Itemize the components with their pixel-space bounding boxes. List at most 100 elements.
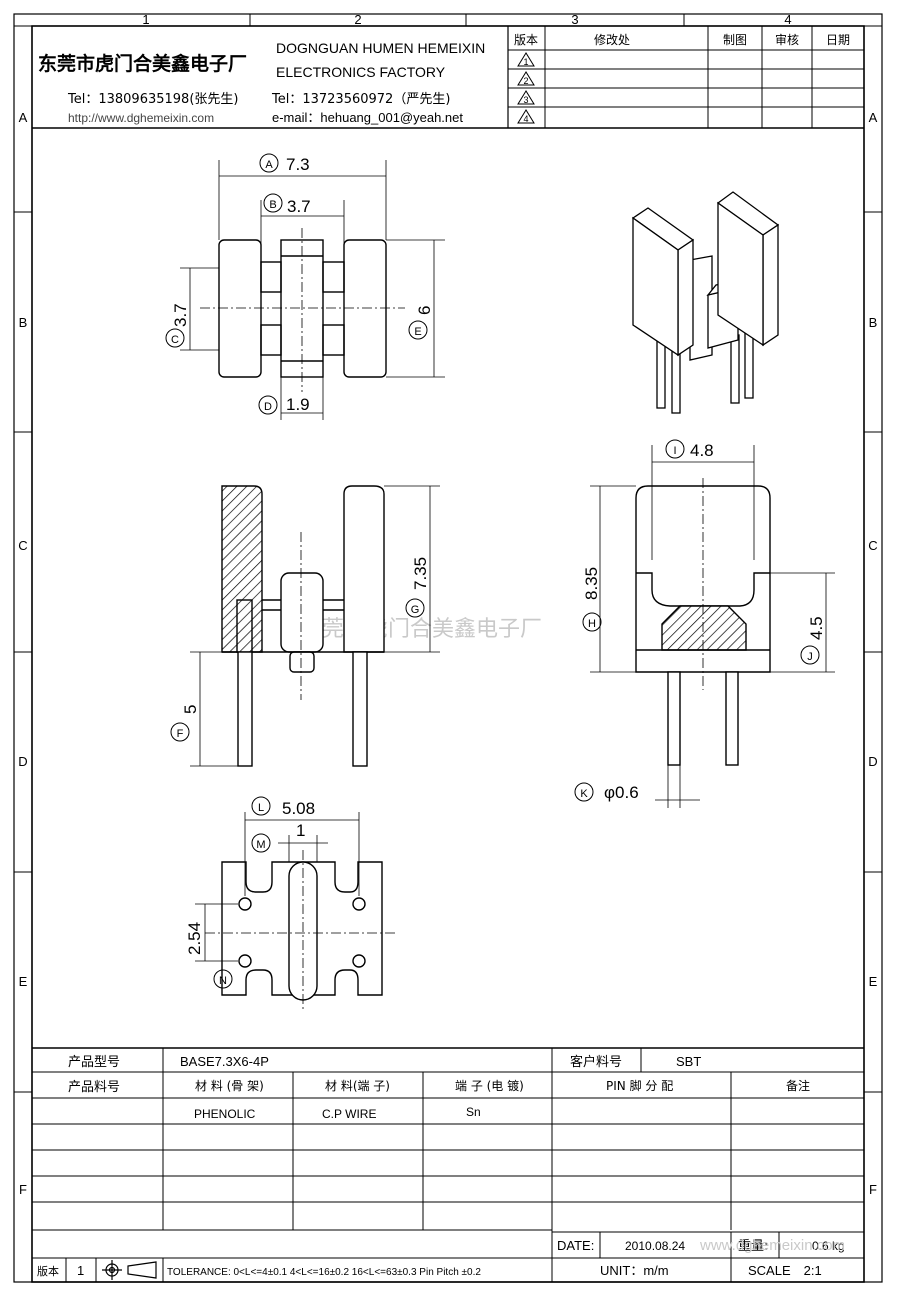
remark-label: 备注 — [786, 1078, 810, 1093]
model-value: BASE7.3X6-4P — [180, 1054, 269, 1069]
callout-bubble-A — [259, 153, 279, 173]
dim-value-J: 4.5 — [807, 616, 826, 640]
dim-value-C: 3.7 — [171, 303, 190, 327]
svg-text:F: F — [177, 728, 184, 740]
dim-value-H: 8.35 — [582, 567, 601, 600]
isometric-view — [631, 191, 780, 414]
bobbin-material-value: PHENOLIC — [194, 1107, 256, 1121]
projection-symbol-icon — [102, 1260, 157, 1280]
dim-value-B: 3.7 — [287, 197, 311, 216]
footer-watermark: www.dghemeixin.com — [699, 1237, 845, 1254]
dim-value-M: 1 — [296, 821, 305, 840]
terminal-plating-value: Sn — [466, 1105, 481, 1119]
dim-K: K φ0.6 — [574, 782, 639, 802]
svg-text:B: B — [269, 199, 276, 211]
row-label: E — [869, 974, 878, 989]
dim-H: H 8.35 — [582, 567, 602, 632]
rev-header-version: 版本 — [514, 33, 538, 47]
row-label: F — [19, 1182, 27, 1197]
unit-text: UNIT：m/m — [600, 1263, 669, 1278]
dim-value-K: φ0.6 — [604, 783, 639, 802]
callout-bubble-K — [574, 782, 594, 802]
row-label: D — [18, 754, 27, 769]
rev-header-checked: 审核 — [775, 32, 799, 47]
tolerance-note: TOLERANCE: 0<L<=4±0.1 4<L<=16±0.2 16<L<=… — [167, 1267, 481, 1278]
company-name-en-2: ELECTRONICS FACTORY — [276, 64, 446, 80]
info-table — [32, 1047, 864, 1282]
row-label: B — [19, 315, 28, 330]
rev-number: 3 — [523, 95, 528, 105]
company-email: e-mail：hehuang_001@yeah.net — [272, 110, 463, 125]
part-no-label: 产品料号 — [68, 1080, 120, 1095]
svg-text:E: E — [414, 326, 421, 338]
date-value: 2010.08.24 — [625, 1239, 685, 1253]
callout-bubble-B — [263, 193, 283, 213]
company-name-cn: 东莞市虎门合美鑫电子厂 — [38, 52, 247, 75]
row-label: C — [18, 538, 27, 553]
scale-text: SCALE 2:1 — [748, 1263, 822, 1278]
pin-material-value: C.P WIRE — [322, 1107, 376, 1121]
dim-C: C 3.7 — [165, 303, 190, 348]
col-label: 1 — [142, 12, 149, 27]
revision-table: 版本 修改处 制图 审核 日期 1 2 3 4 — [508, 26, 864, 128]
callout-bubble-C — [165, 328, 185, 348]
dim-value-A: 7.3 — [286, 155, 310, 174]
dim-A: A 7.3 — [259, 153, 310, 174]
rev-value: 1 — [77, 1263, 84, 1278]
rev-number: 2 — [523, 76, 528, 86]
rev-header-date: 日期 — [826, 33, 850, 47]
revision-triangle-icon — [517, 52, 535, 124]
rev-number: 4 — [523, 114, 528, 124]
dim-B: B 3.7 — [263, 193, 311, 216]
dim-F: F 5 — [170, 705, 200, 742]
date-label: DATE: — [557, 1238, 594, 1253]
top-view — [200, 228, 405, 392]
row-label: A — [869, 110, 878, 125]
row-label: A — [19, 110, 28, 125]
dim-L: L 5.08 — [251, 796, 315, 818]
terminal-plating-label: 端 子 (电 镀) — [455, 1079, 524, 1093]
svg-text:D: D — [264, 401, 272, 413]
svg-text:L: L — [258, 802, 264, 814]
dim-value-N: 2.54 — [185, 922, 204, 955]
col-label: 3 — [571, 12, 578, 27]
bobbin-material-label: 材 料 (骨 架) — [195, 1079, 264, 1093]
pin-material-label: 材 料(端 子) — [325, 1079, 390, 1093]
row-label: D — [868, 754, 877, 769]
contact-tel-1: Tel：13809635198(张先生) — [67, 92, 238, 107]
top-view-dimensions — [180, 160, 445, 420]
info-table-text: 产品型号 BASE7.3X6-4P 客户料号 SBT 产品料号 材 料 (骨 架… — [37, 1054, 845, 1278]
svg-text:G: G — [411, 604, 420, 616]
callout-bubble-M — [251, 833, 271, 853]
dim-N: N 2.54 — [185, 922, 233, 989]
svg-text:N: N — [219, 975, 227, 987]
callout-bubble-H — [582, 612, 602, 632]
rev-header-drawn: 制图 — [723, 33, 747, 47]
dim-value-E: 6 — [415, 306, 434, 315]
sheet-frame — [13, 13, 883, 1283]
svg-text:M: M — [256, 839, 265, 851]
grid-labels: 1 2 3 4 A B C D E F A B C D E F — [18, 12, 877, 1197]
dim-value-L: 5.08 — [282, 799, 315, 818]
col-label: 4 — [784, 12, 791, 27]
bottom-view-dimensions — [195, 812, 360, 962]
dim-G: G 7.35 — [405, 557, 430, 618]
side-view — [221, 485, 385, 767]
dim-D: D 1.9 — [258, 395, 310, 415]
callout-bubble-F — [170, 722, 190, 742]
callout-bubble-L — [251, 796, 271, 816]
dim-value-F: 5 — [181, 705, 200, 714]
svg-text:J: J — [807, 651, 813, 663]
title-block: 东莞市虎门合美鑫电子厂 DOGNGUAN HUMEN HEMEIXIN ELEC… — [32, 26, 864, 129]
row-label: F — [869, 1182, 877, 1197]
model-label: 产品型号 — [68, 1055, 120, 1070]
callout-bubble-J — [800, 645, 820, 665]
rev-header-change: 修改处 — [594, 32, 630, 47]
watermark-text: 东莞市虎门合美鑫电子厂 — [300, 617, 542, 642]
pin-assign-label: PIN 脚 分 配 — [606, 1078, 673, 1093]
callout-bubble-I — [665, 439, 685, 459]
customer-pn-value: SBT — [676, 1054, 701, 1069]
col-label: 2 — [354, 12, 361, 27]
side-view-dimensions — [190, 485, 440, 767]
dim-value-I: 4.8 — [690, 441, 714, 460]
